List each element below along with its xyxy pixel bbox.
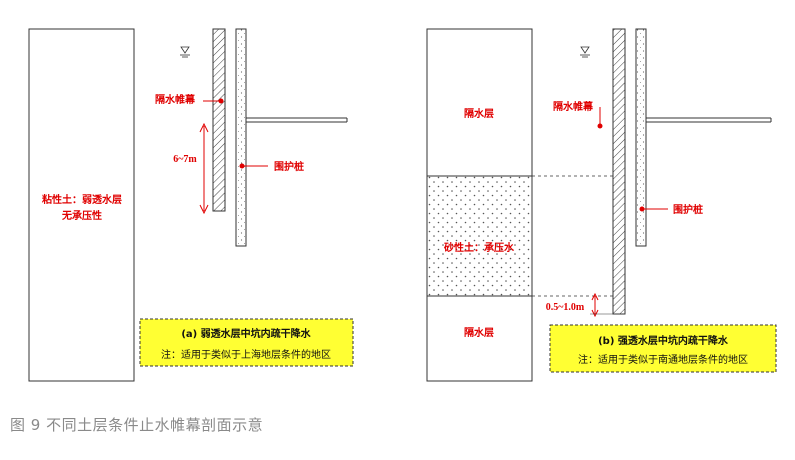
depth-label-b: 0.5~1.0m bbox=[546, 302, 585, 313]
curtain-label-b: 隔水帷幕 bbox=[553, 100, 594, 113]
soil-label-a-line1: 粘性土：弱透水层 bbox=[42, 193, 122, 206]
water-curtain-b bbox=[612, 28, 626, 315]
callout-dot bbox=[639, 206, 645, 212]
note-text-b: 注：适用于类似于南通地层条件的地区 bbox=[578, 353, 748, 366]
aquiclude-top-label: 隔水层 bbox=[464, 107, 494, 120]
retaining-pile-b bbox=[635, 28, 647, 247]
soil-column-a bbox=[28, 28, 135, 382]
aquiclude-bottom-b bbox=[426, 295, 533, 382]
note-box-a bbox=[139, 318, 354, 367]
curtain-label-a: 隔水帷幕 bbox=[155, 93, 196, 106]
sand-layer-label: 砂性土：承压水 bbox=[443, 241, 515, 254]
aquiclude-top-b bbox=[426, 28, 533, 177]
panel-b: 隔水层 砂性土：承压水 隔水层 隔水帷幕 围护桩 0.5~1.0m (b) 强透… bbox=[426, 28, 777, 382]
water-level-icon bbox=[580, 46, 590, 58]
pile-label-a: 围护桩 bbox=[274, 160, 304, 173]
note-box-b bbox=[549, 324, 777, 373]
water-level-icon bbox=[180, 46, 190, 58]
depth-label-a: 6~7m bbox=[173, 154, 197, 165]
sand-layer-b bbox=[426, 175, 533, 297]
panel-a: 6~7m 隔水帷幕 围护桩 粘性土：弱透水层 无承压性 (a) 弱透水层中坑内疏… bbox=[28, 28, 354, 382]
aquiclude-bottom-label: 隔水层 bbox=[464, 326, 494, 339]
callout-dot bbox=[239, 163, 245, 169]
pile-label-b: 围护桩 bbox=[673, 203, 703, 216]
figure-caption: 图 9 不同土层条件止水帷幕剖面示意 bbox=[10, 416, 264, 434]
water-curtain-a bbox=[212, 28, 226, 212]
retaining-pile-a bbox=[235, 28, 247, 247]
callout-dot bbox=[218, 98, 224, 104]
callout-dot bbox=[597, 123, 603, 129]
note-title-b: (b) 强透水层中坑内疏干降水 bbox=[598, 334, 729, 347]
note-title-a: (a) 弱透水层中坑内疏干降水 bbox=[181, 327, 311, 340]
soil-label-a-line2: 无承压性 bbox=[61, 209, 102, 222]
note-text-a: 注：适用于类似于上海地层条件的地区 bbox=[161, 348, 331, 361]
